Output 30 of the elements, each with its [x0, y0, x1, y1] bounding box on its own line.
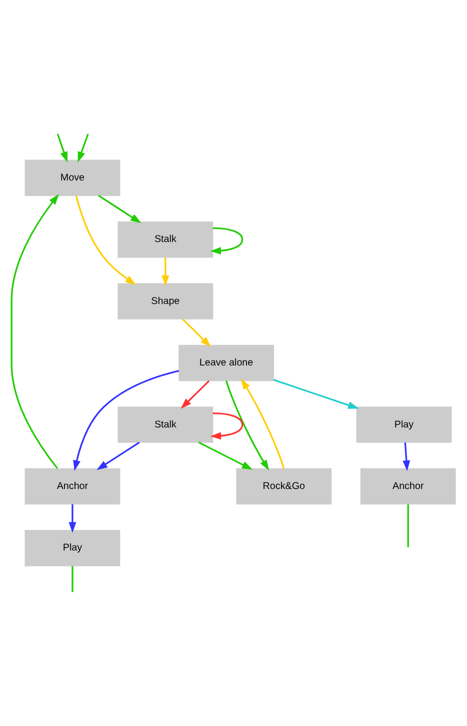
arrow — [210, 227, 244, 254]
node-box: Play — [356, 406, 452, 443]
connector — [407, 504, 409, 548]
arrow — [240, 378, 285, 469]
arrow — [198, 442, 253, 470]
arrow — [73, 370, 180, 471]
arrow — [162, 257, 170, 286]
node-box: Stalk — [118, 222, 214, 258]
arrow — [75, 196, 136, 285]
node-box: Anchor — [24, 468, 120, 504]
arrow — [273, 379, 359, 409]
arrow — [180, 380, 210, 409]
node-box: Stalk — [118, 406, 214, 443]
arrow — [402, 442, 410, 472]
arrow — [78, 134, 89, 162]
connector — [72, 566, 74, 592]
node-box: Shape — [118, 283, 214, 320]
node-box: Anchor — [360, 468, 456, 504]
node-box: Rock&Go — [236, 468, 332, 504]
arrow — [98, 194, 142, 224]
arrow — [68, 504, 76, 533]
node-box: Leave alone — [178, 344, 274, 382]
arrow — [96, 442, 140, 470]
arrow — [182, 318, 211, 348]
arrow — [56, 134, 68, 162]
node-box: Play — [24, 530, 120, 566]
node-box: Move — [24, 160, 120, 196]
arrow — [226, 380, 270, 470]
arrow — [10, 194, 59, 469]
arrow — [210, 412, 244, 440]
